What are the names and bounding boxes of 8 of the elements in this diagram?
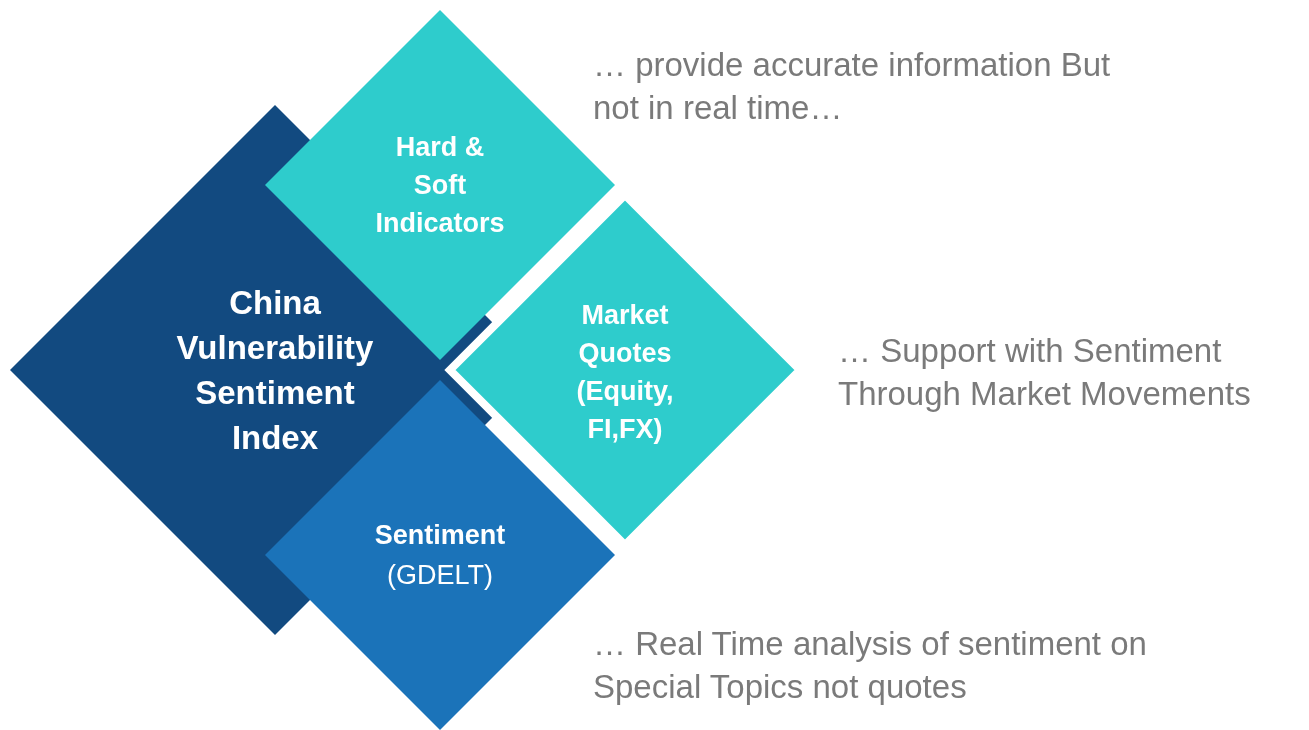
node-label: Sentiment: [373, 519, 507, 552]
node-label: China Vulnerability Sentiment Index: [175, 283, 375, 458]
side-note: … provide accurate information But not in real time…: [593, 45, 1112, 128]
node-label: (GDELT): [386, 559, 494, 592]
side-note: … Support with Sentiment Through Market Movements: [838, 331, 1252, 414]
node-label: Hard & Soft Indicators: [374, 131, 506, 240]
node-label: Market Quotes (Equity, FI,FX): [575, 299, 675, 446]
side-note: … Real Time analysis of sentiment on Special Topics not quotes: [593, 624, 1148, 707]
